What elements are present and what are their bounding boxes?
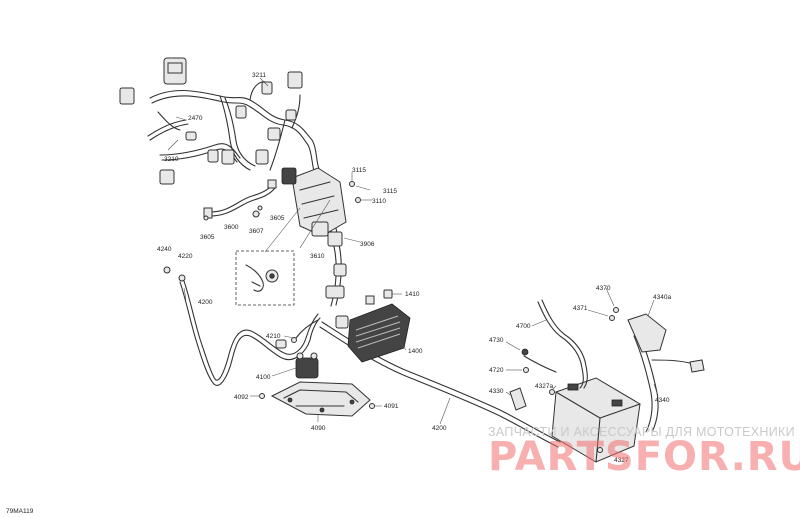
diagram-code: 79MA119 bbox=[6, 508, 34, 515]
label-3600: 3600 bbox=[224, 224, 239, 231]
leader-lines bbox=[167, 77, 659, 425]
mounting-bracket-4090[interactable] bbox=[270, 381, 371, 417]
battery-cable-4700[interactable] bbox=[523, 299, 588, 389]
label-4700: 4700 bbox=[516, 323, 531, 330]
label-3607: 3607 bbox=[249, 228, 264, 235]
watermark-logo: PARTSFOR.RU bbox=[488, 434, 800, 480]
label-3906: 3906 bbox=[360, 241, 375, 248]
nut-4371[interactable] bbox=[609, 315, 615, 321]
starter-solenoid-4100[interactable] bbox=[275, 339, 319, 379]
bolt-4327[interactable] bbox=[597, 447, 603, 453]
label-4340: 4340 bbox=[655, 397, 670, 404]
bolt-4720[interactable] bbox=[523, 367, 529, 373]
main-wiring-harness[interactable] bbox=[119, 57, 342, 307]
label-4200-bottom: 4200 bbox=[432, 425, 447, 432]
voltage-regulator-1400[interactable] bbox=[335, 295, 411, 363]
label-3605-right: 3605 bbox=[270, 215, 285, 222]
label-4730: 4730 bbox=[489, 337, 504, 344]
bracket-4340a[interactable] bbox=[627, 313, 667, 353]
label-4330: 4330 bbox=[489, 388, 504, 395]
label-4091: 4091 bbox=[384, 403, 399, 410]
part-labels: 3211 2470 3210 3115 3115 3110 3605 3600 … bbox=[157, 72, 671, 464]
label-3211: 3211 bbox=[252, 72, 266, 79]
label-4240: 4240 bbox=[157, 246, 172, 253]
label-4100: 4100 bbox=[256, 374, 271, 381]
clip-3605-left[interactable] bbox=[203, 215, 209, 221]
fuse-box-assembly[interactable] bbox=[281, 167, 347, 299]
label-3605-left: 3605 bbox=[200, 234, 215, 241]
label-1410: 1410 bbox=[405, 291, 420, 298]
screw-4091[interactable] bbox=[369, 403, 375, 409]
clip-3605-right[interactable] bbox=[257, 205, 263, 211]
screw-4370[interactable] bbox=[613, 307, 619, 313]
label-3210: 3210 bbox=[164, 156, 179, 163]
label-4200-left: 4200 bbox=[198, 299, 213, 306]
sensor-cable-3600[interactable] bbox=[203, 179, 277, 219]
label-4720: 4720 bbox=[489, 367, 504, 374]
bolt-4327a[interactable] bbox=[549, 389, 555, 395]
watermark-tagline: ЗАПЧАСТИ И АКСЕССУАРЫ ДЛЯ МОТОТЕХНИКИ bbox=[488, 425, 795, 439]
detail-inset-3610 bbox=[235, 207, 301, 306]
watermark: ЗАПЧАСТИ И АКСЕССУАРЫ ДЛЯ МОТОТЕХНИКИ PA… bbox=[488, 425, 800, 480]
nut-4730[interactable] bbox=[521, 348, 529, 356]
label-4092: 4092 bbox=[234, 394, 249, 401]
label-2470: 2470 bbox=[188, 115, 203, 122]
label-4327: 4327 bbox=[614, 457, 629, 464]
label-3115-right: 3115 bbox=[383, 188, 397, 195]
nut-3110[interactable] bbox=[355, 197, 361, 203]
nut-4240[interactable] bbox=[163, 266, 171, 274]
terminal-cover-4330[interactable] bbox=[509, 387, 527, 411]
label-1400: 1400 bbox=[408, 348, 423, 355]
screw-4092[interactable] bbox=[259, 393, 265, 399]
battery-4330[interactable] bbox=[551, 377, 641, 463]
cable-4210[interactable] bbox=[291, 319, 319, 343]
label-4220: 4220 bbox=[178, 253, 193, 260]
label-3110: 3110 bbox=[372, 198, 386, 205]
label-3610: 3610 bbox=[310, 253, 325, 260]
bolt-3607[interactable] bbox=[252, 210, 260, 218]
label-3115-top: 3115 bbox=[352, 167, 366, 174]
connector-1410[interactable] bbox=[383, 289, 393, 299]
label-4340a: 4340a bbox=[653, 294, 671, 301]
label-4371: 4371 bbox=[573, 305, 588, 312]
label-4210: 4210 bbox=[266, 333, 281, 340]
label-4327a: 4327a bbox=[535, 383, 553, 390]
label-4370: 4370 bbox=[596, 285, 611, 292]
battery-cable-4200[interactable] bbox=[178, 274, 321, 386]
screw-3115[interactable] bbox=[349, 181, 355, 187]
cable-2470[interactable] bbox=[147, 119, 197, 141]
label-4090: 4090 bbox=[311, 425, 326, 432]
